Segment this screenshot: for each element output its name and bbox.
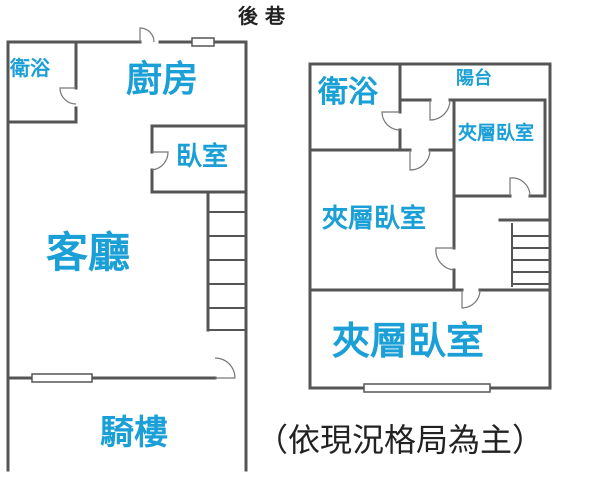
- right-stairs: [511, 223, 549, 287]
- door-swings: [59, 27, 531, 379]
- right-balcony-label: 陽台: [456, 68, 492, 89]
- right-plan-walls: [308, 62, 552, 390]
- left-bedroom-label: 臥室: [176, 142, 229, 172]
- left-kitchen-label: 廚房: [126, 59, 199, 100]
- right-mezzanine-bedroom-large-label: 夾層臥室: [332, 319, 485, 363]
- back-alley-label: 後 巷: [238, 4, 285, 28]
- left-arcade-label: 騎樓: [100, 413, 168, 453]
- footnote: （依現況格局為主）: [256, 421, 545, 459]
- left-living-room-label: 客廳: [46, 228, 131, 277]
- left-bathroom-label: 衛浴: [10, 56, 50, 80]
- right-mezzanine-bedroom-mid-label: 夾層臥室: [322, 204, 427, 234]
- left-stairs: [207, 211, 247, 331]
- right-mezzanine-bedroom-small-label: 夾層臥室: [458, 122, 535, 144]
- windows: [31, 37, 491, 393]
- right-bathroom-label: 衛浴: [318, 75, 378, 110]
